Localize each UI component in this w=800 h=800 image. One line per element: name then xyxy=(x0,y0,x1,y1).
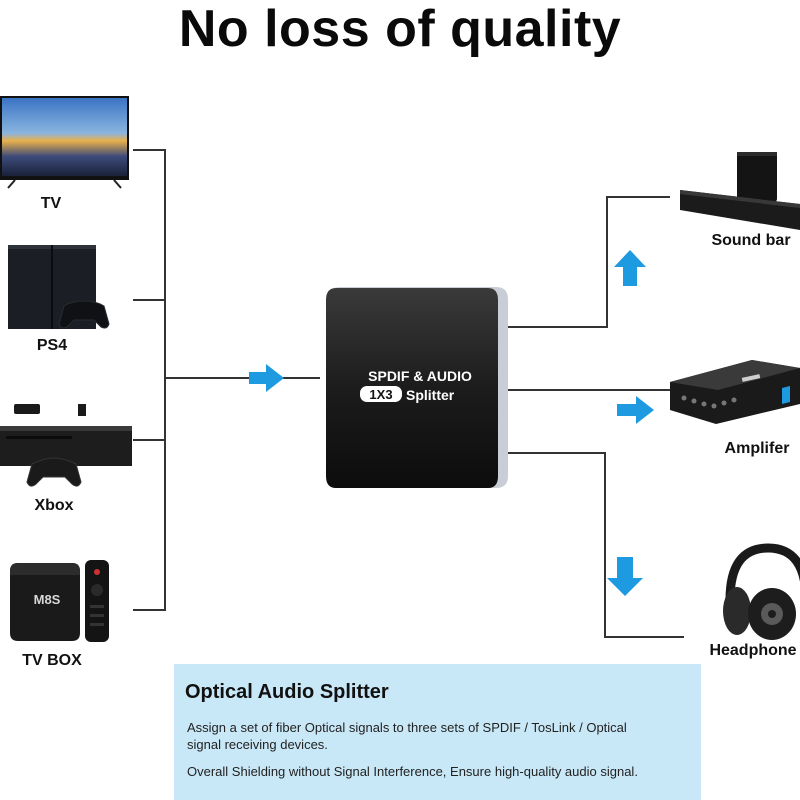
info-line-2: signal receiving devices. xyxy=(187,737,328,752)
tv-image xyxy=(0,96,129,189)
tvbox-label: TV BOX xyxy=(22,652,82,669)
amplifier-image xyxy=(670,360,800,424)
info-line-3: Overall Shielding without Signal Interfe… xyxy=(187,764,638,779)
tvbox-brand-text: M8S xyxy=(34,592,61,607)
info-line-1: Assign a set of fiber Optical signals to… xyxy=(187,720,627,735)
arrow-right-input xyxy=(249,364,284,392)
headphone-image xyxy=(723,543,800,640)
tvbox-image xyxy=(10,560,109,642)
arrow-down-headphone xyxy=(607,557,643,596)
arrow-up-soundbar xyxy=(614,250,646,286)
ps4-image xyxy=(8,245,110,329)
ps4-label: PS4 xyxy=(36,337,68,354)
splitter-badge-text: 1X3 xyxy=(369,387,392,402)
splitter-subtitle: Splitter xyxy=(406,387,455,403)
info-title: Optical Audio Splitter xyxy=(185,681,389,703)
arrows xyxy=(249,250,654,596)
soundbar-image xyxy=(680,152,800,230)
amplifier-label: Amplifer xyxy=(724,440,790,457)
splitter-device xyxy=(326,287,508,488)
headline: No loss of quality xyxy=(178,0,622,58)
headphone-label: Headphone xyxy=(709,642,797,659)
input-wires xyxy=(133,149,320,611)
splitter-title: SPDIF & AUDIO xyxy=(368,368,472,384)
output-wires xyxy=(507,196,684,638)
soundbar-label: Sound bar xyxy=(711,232,791,249)
splitter-badge xyxy=(360,386,402,402)
tv-label: TV xyxy=(40,195,62,212)
xbox-label: Xbox xyxy=(34,497,74,514)
info-box: Optical Audio Splitter Assign a set of f… xyxy=(174,664,701,800)
xbox-image xyxy=(0,404,132,487)
arrow-right-amplifier xyxy=(617,396,654,424)
